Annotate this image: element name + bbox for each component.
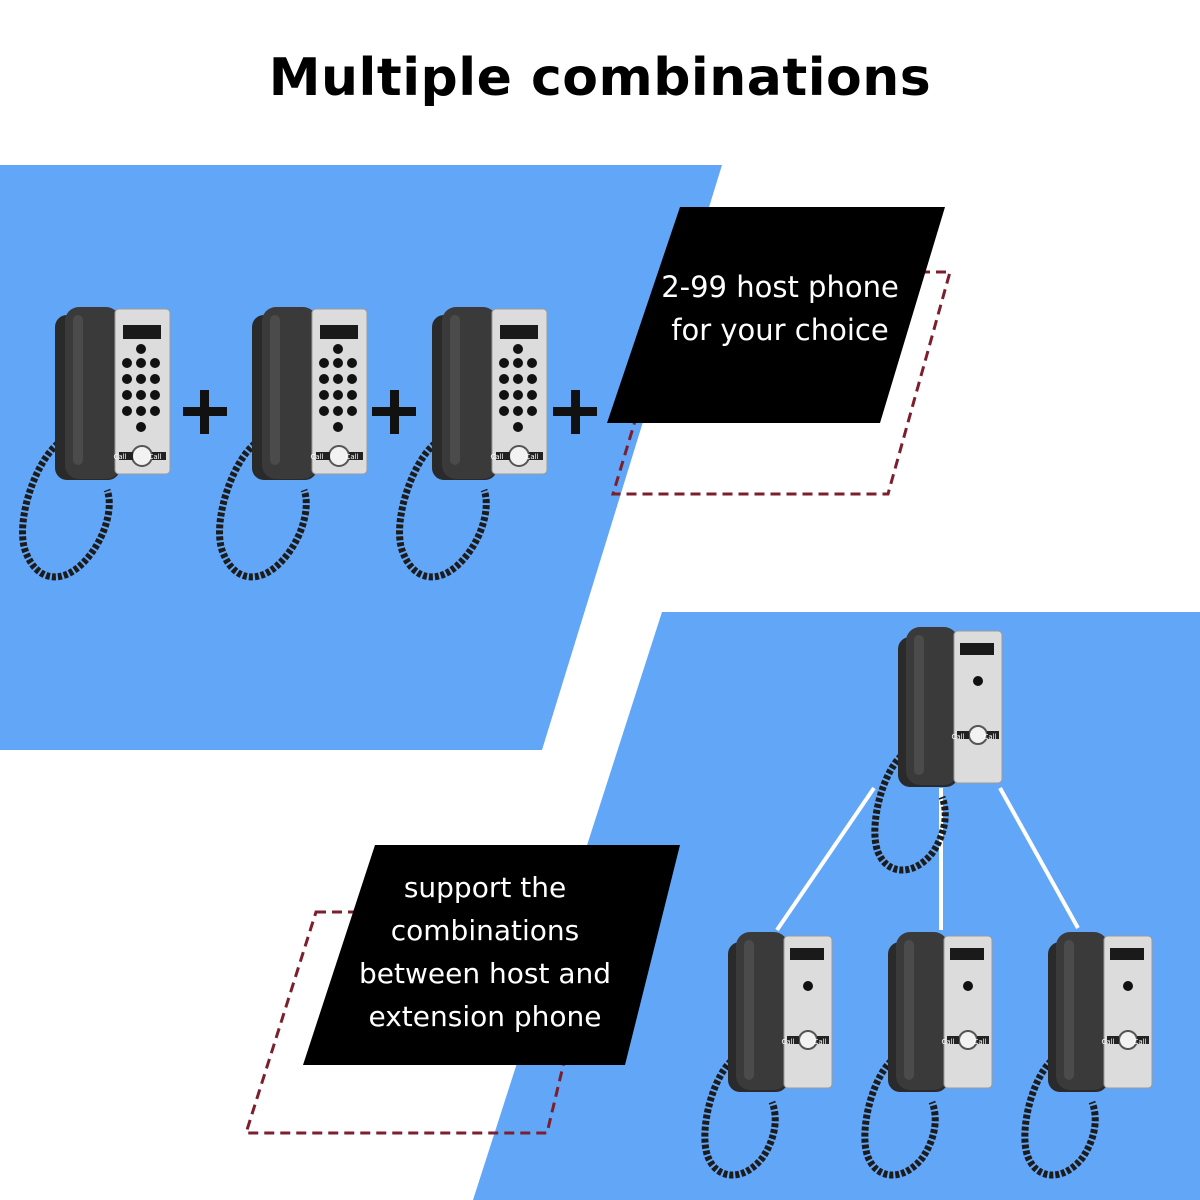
callout-line: between host and xyxy=(359,957,611,990)
call-button-label: Call xyxy=(148,453,161,461)
callout-line: combinations xyxy=(390,914,580,947)
call-button-label: Call xyxy=(983,733,996,741)
plus-icon xyxy=(372,390,416,434)
call-button-label: Call xyxy=(941,1038,954,1046)
call-button-label: Call xyxy=(813,1038,826,1046)
bottom-callout-box xyxy=(303,845,680,1065)
connector-line-left xyxy=(775,786,876,932)
top-callout-box xyxy=(607,207,945,423)
top-callout-text: 2-99 host phone for your choice xyxy=(640,266,920,352)
plus-icon xyxy=(553,390,597,434)
connector-line-right xyxy=(998,787,1080,929)
call-button-label: Call xyxy=(781,1038,794,1046)
call-button-label: Call xyxy=(951,733,964,741)
call-button-label: Call xyxy=(1101,1038,1114,1046)
call-button-label: Call xyxy=(525,453,538,461)
bottom-dashed-outline xyxy=(243,910,602,1135)
bottom-blue-panel xyxy=(473,612,1200,1200)
callout-line: support the xyxy=(403,871,567,904)
callout-line: for your choice xyxy=(671,313,889,347)
call-button-label: Call xyxy=(345,453,358,461)
page-title: Multiple combinations xyxy=(268,48,932,108)
call-button-label: Call xyxy=(1133,1038,1146,1046)
call-button-label: Call xyxy=(113,453,126,461)
callout-line: extension phone xyxy=(368,1000,602,1033)
callout-line: 2-99 host phone xyxy=(661,270,899,304)
call-button-label: Call xyxy=(973,1038,986,1046)
call-button-label: Call xyxy=(490,453,503,461)
bottom-callout-text: support the combinations between host an… xyxy=(330,866,640,1038)
plus-icon xyxy=(183,390,227,434)
call-button-label: Call xyxy=(310,453,323,461)
